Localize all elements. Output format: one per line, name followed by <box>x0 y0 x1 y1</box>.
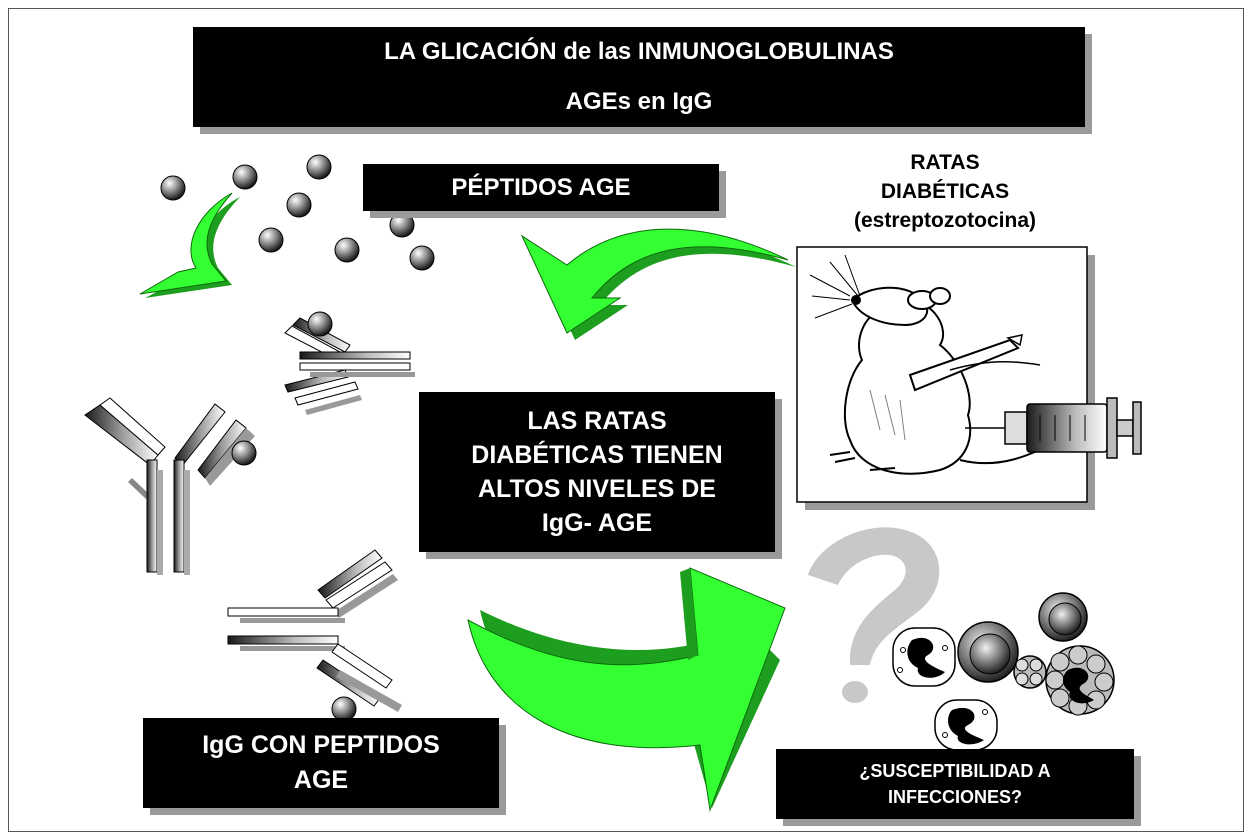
title-line1: LA GLICACIÓN de las INMUNOGLOBULINAS <box>384 38 894 65</box>
susc-line1: ¿SUSCEPTIBILIDAD A <box>859 761 1051 781</box>
age-peptides-cluster <box>160 154 435 271</box>
antibody-fragment-top <box>284 317 415 415</box>
igg-line2: AGE <box>293 766 349 794</box>
center-line2: DIABÉTICAS TIENEN <box>471 441 723 469</box>
rat-illustration <box>796 246 1095 510</box>
age-peptide-sphere-icon <box>286 192 312 218</box>
igg-peptidos-box: IgG CON PEPTIDOS AGE <box>143 718 499 808</box>
antibody-icon <box>84 397 255 575</box>
igg-line1: IgG CON PEPTIDOS <box>202 731 440 759</box>
green-arrow-igg-to-infection <box>467 567 786 812</box>
center-line4: IgG- AGE <box>541 509 653 537</box>
peptidos-age-label: PÉPTIDOS AGE <box>451 173 631 201</box>
immune-cell-icon <box>957 621 1019 683</box>
age-peptide-sphere-icon <box>232 164 258 190</box>
age-peptide-sphere-icon <box>409 245 435 271</box>
age-peptide-sphere-icon <box>306 154 332 180</box>
ratas-diabeticas-label: RATAS DIABÉTICAS (estreptozotocina) <box>800 148 1090 235</box>
susc-line2: INFECCIONES? <box>887 787 1022 807</box>
immune-cell-icon <box>1013 655 1047 689</box>
immune-cell-icon <box>1038 592 1088 642</box>
age-peptide-sphere-icon <box>334 237 360 263</box>
antibody-fragment-bottom <box>227 549 402 712</box>
immune-cells <box>892 592 1115 751</box>
immune-cell-icon <box>1045 645 1115 716</box>
ratas-line3: (estreptozotocina) <box>853 209 1036 232</box>
age-peptide-sphere-icon <box>160 175 186 201</box>
ratas-line2: DIABÉTICAS <box>880 180 1010 203</box>
immune-cell-icon <box>934 699 998 751</box>
syringe-icon <box>965 397 1142 459</box>
question-mark-icon <box>808 527 940 703</box>
age-peptide-sphere-icon <box>307 311 333 337</box>
immune-cell-icon <box>892 627 956 687</box>
ratas-line1: RATAS <box>910 151 980 174</box>
small-green-arrow <box>139 192 240 298</box>
green-arrow-rat-to-peptides <box>520 228 796 340</box>
center-line3: ALTOS NIVELES DE <box>477 475 716 503</box>
title-box: LA GLICACIÓN de las INMUNOGLOBULINAS AGE… <box>193 27 1085 127</box>
title-line2: AGEs en IgG <box>565 88 713 115</box>
age-peptide-sphere-icon <box>231 440 257 466</box>
age-peptide-sphere-icon <box>258 227 284 253</box>
center-conclusion-box: LAS RATAS DIABÉTICAS TIENEN ALTOS NIVELE… <box>419 392 775 552</box>
center-line1: LAS RATAS <box>527 407 667 435</box>
susceptibilidad-box: ¿SUSCEPTIBILIDAD A INFECCIONES? <box>776 749 1134 819</box>
age-peptide-sphere-icon <box>389 212 415 238</box>
peptidos-age-box: PÉPTIDOS AGE <box>363 164 719 211</box>
